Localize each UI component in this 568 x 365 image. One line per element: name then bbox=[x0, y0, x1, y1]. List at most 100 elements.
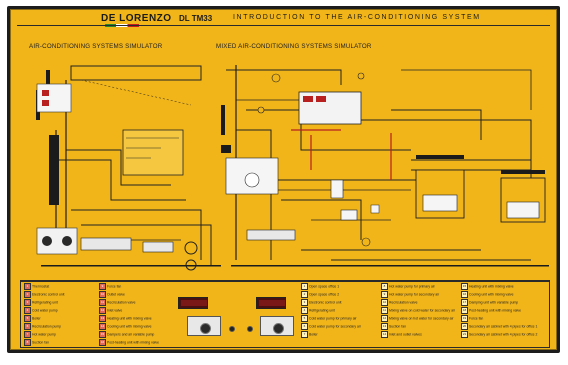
legend-number: 1 bbox=[301, 283, 308, 290]
legend-number: 18 bbox=[461, 307, 468, 314]
brand-logo: DE LORENZO bbox=[101, 13, 172, 24]
legend-label: Post-heating unit with mixing valve bbox=[107, 340, 160, 345]
legend-number: 13 bbox=[381, 323, 388, 330]
legend-number: 21 bbox=[461, 331, 468, 338]
legend-number: 7 bbox=[24, 331, 31, 338]
legend-number: 14 bbox=[381, 331, 388, 338]
legend-number: 2 bbox=[301, 291, 308, 298]
left-indicator-panel bbox=[36, 83, 72, 113]
legend-number: 6 bbox=[301, 323, 308, 330]
left-ceiling-duct bbox=[70, 65, 202, 81]
left-airflow-line bbox=[80, 79, 192, 106]
legend-number: 14 bbox=[99, 323, 106, 330]
indicator-lamp bbox=[247, 326, 253, 332]
legend-box bbox=[20, 280, 550, 348]
legend-label: Heating unit with mixing valve bbox=[469, 284, 514, 289]
legend-label: Refrigerating unit bbox=[309, 308, 335, 313]
legend-label: Boiler bbox=[32, 316, 41, 321]
legend-number: 5 bbox=[301, 315, 308, 322]
legend-number: 7 bbox=[301, 331, 308, 338]
legend-number: 1 bbox=[24, 283, 31, 290]
legend-number: 16 bbox=[99, 339, 106, 346]
legend-number: 11 bbox=[99, 299, 106, 306]
legend-label: Heating unit with mixing valve bbox=[107, 316, 152, 321]
legend-number: 9 bbox=[99, 283, 106, 290]
legend-label: Open space office 2 bbox=[309, 292, 340, 297]
legend-number: 12 bbox=[99, 307, 106, 314]
legend-label: Thermostat bbox=[32, 284, 50, 289]
power-icon[interactable] bbox=[229, 326, 235, 332]
legend-label: Electronic control unit bbox=[32, 292, 65, 297]
legend-label: Suction fan bbox=[389, 324, 406, 329]
legend-label: Hot water pump bbox=[32, 332, 56, 337]
legend-label: Damping unit with variable pump bbox=[469, 300, 519, 305]
legend-number: 15 bbox=[99, 331, 106, 338]
header-divider bbox=[17, 25, 550, 26]
legend-label: Dampers and air variable pump bbox=[107, 332, 155, 337]
legend-number: 11 bbox=[381, 307, 388, 314]
legend-label: Boiler bbox=[309, 332, 318, 337]
legend-label: Cooling unit with mixing valve bbox=[107, 324, 152, 329]
legend-label: Recirculation pump bbox=[32, 324, 62, 329]
legend-label: Open space office 1 bbox=[309, 284, 340, 289]
legend-number: 8 bbox=[381, 283, 388, 290]
legend-number: 9 bbox=[381, 291, 388, 298]
left-valve-block bbox=[80, 237, 132, 251]
legend-label: Mixing valve on hot water for secondary … bbox=[389, 316, 454, 321]
humidity-knob-panel bbox=[260, 316, 294, 336]
legend-number: 5 bbox=[24, 315, 31, 322]
legend-label: Secondary air cabinet with 4 pipes for o… bbox=[469, 324, 538, 329]
legend-label: Cold water pump bbox=[32, 308, 58, 313]
legend-label: Mixing valve on cold water for secondary… bbox=[389, 308, 455, 313]
legend-label: Force fan bbox=[107, 284, 122, 289]
legend-label: Force fan bbox=[469, 316, 484, 321]
trainer-panel: DE LORENZO DL TM33 INTRODUCTION TO THE A… bbox=[10, 9, 557, 350]
legend-label: Secondary air cabinet with 4 pipes for o… bbox=[469, 332, 538, 337]
legend-label: Cooling unit with mixing valve bbox=[469, 292, 514, 297]
legend-number: 4 bbox=[301, 307, 308, 314]
legend-number: 3 bbox=[24, 299, 31, 306]
legend-number: 17 bbox=[461, 299, 468, 306]
legend-number: 10 bbox=[381, 299, 388, 306]
temp-knob-panel bbox=[187, 316, 221, 336]
legend-label: Hot water pump for secondary air bbox=[389, 292, 440, 297]
left-control-box bbox=[122, 129, 184, 176]
rotary-knob-icon[interactable] bbox=[200, 323, 211, 334]
legend-label: Hot water pump for primary air bbox=[389, 284, 435, 289]
legend-label: Suction fan bbox=[32, 340, 49, 345]
display-left bbox=[178, 297, 208, 309]
rotary-knob-icon[interactable] bbox=[273, 323, 284, 334]
legend-number: 13 bbox=[99, 315, 106, 322]
legend-number: 15 bbox=[461, 283, 468, 290]
legend-label: Electronic control unit bbox=[309, 300, 342, 305]
panel-title: INTRODUCTION TO THE AIR-CONDITIONING SYS… bbox=[233, 14, 481, 21]
legend-label: Inlet valve bbox=[107, 308, 123, 313]
legend-number: 20 bbox=[461, 323, 468, 330]
